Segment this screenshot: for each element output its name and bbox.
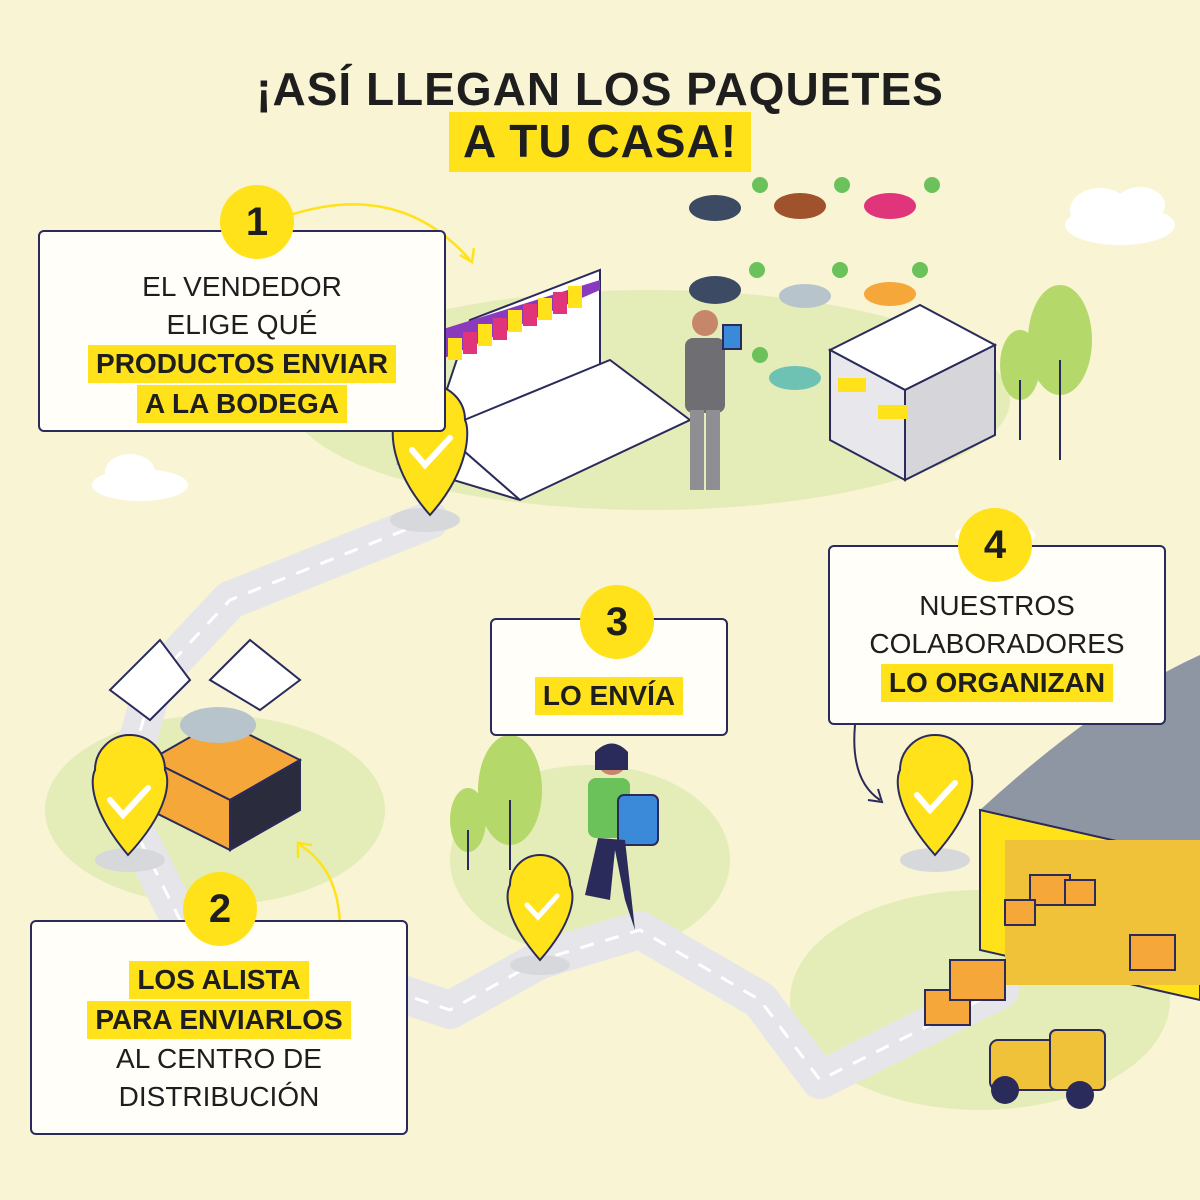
step-2-card: LOS ALISTA PARA ENVIARLOS AL CENTRO DE D… — [30, 920, 408, 1135]
step-1-badge: 1 — [220, 185, 294, 259]
store-building-icon — [827, 303, 998, 482]
step-1-highlight: A LA BODEGA — [137, 385, 347, 423]
arrow-icon — [289, 203, 476, 265]
step-4-text: NUESTROS — [919, 590, 1075, 621]
seller-person-icon — [685, 310, 742, 490]
title-line-1: ¡ASÍ LLEGAN LOS PAQUETES — [0, 60, 1200, 120]
step-2-highlight: PARA ENVIARLOS — [87, 1001, 351, 1039]
step-2-text: DISTRIBUCIÓN — [118, 1081, 320, 1112]
step-1-highlight: PRODUCTOS ENVIAR — [88, 345, 396, 383]
step-2-highlight: LOS ALISTA — [129, 961, 309, 999]
title-line-2: A TU CASA! — [0, 112, 1200, 172]
tree-icon — [1000, 285, 1092, 460]
location-pin-icon — [506, 854, 574, 975]
step-3-badge: 3 — [580, 585, 654, 659]
title-text-2: A TU CASA! — [448, 112, 752, 172]
shoe-catalog-icon — [689, 177, 940, 390]
forklift-icon — [924, 959, 1106, 1109]
step-3-highlight: LO ENVÍA — [534, 677, 684, 715]
step-2-text: AL CENTRO DE — [116, 1043, 322, 1074]
step-1-card: EL VENDEDOR ELIGE QUÉ PRODUCTOS ENVIAR A… — [38, 230, 446, 432]
step-4-badge: 4 — [958, 508, 1032, 582]
location-pin-icon — [896, 734, 974, 872]
location-pin-icon — [91, 734, 169, 872]
tree-icon — [450, 735, 542, 870]
warehouse-icon — [979, 655, 1200, 1002]
cloud-icon — [1065, 187, 1175, 245]
step-4-highlight: LO ORGANIZAN — [880, 664, 1114, 702]
cloud-icon — [92, 454, 188, 501]
arrow-icon — [296, 841, 342, 931]
courier-person-icon — [585, 743, 659, 930]
step-1-text: EL VENDEDOR — [142, 271, 342, 302]
arrow-icon — [853, 724, 884, 804]
step-2-badge: 2 — [183, 872, 257, 946]
open-box-icon — [108, 638, 303, 852]
step-4-text: COLABORADORES — [869, 628, 1125, 659]
title-text-1: ¡ASÍ LLEGAN LOS PAQUETES — [256, 63, 944, 115]
step-1-text: ELIGE QUÉ — [166, 309, 318, 340]
